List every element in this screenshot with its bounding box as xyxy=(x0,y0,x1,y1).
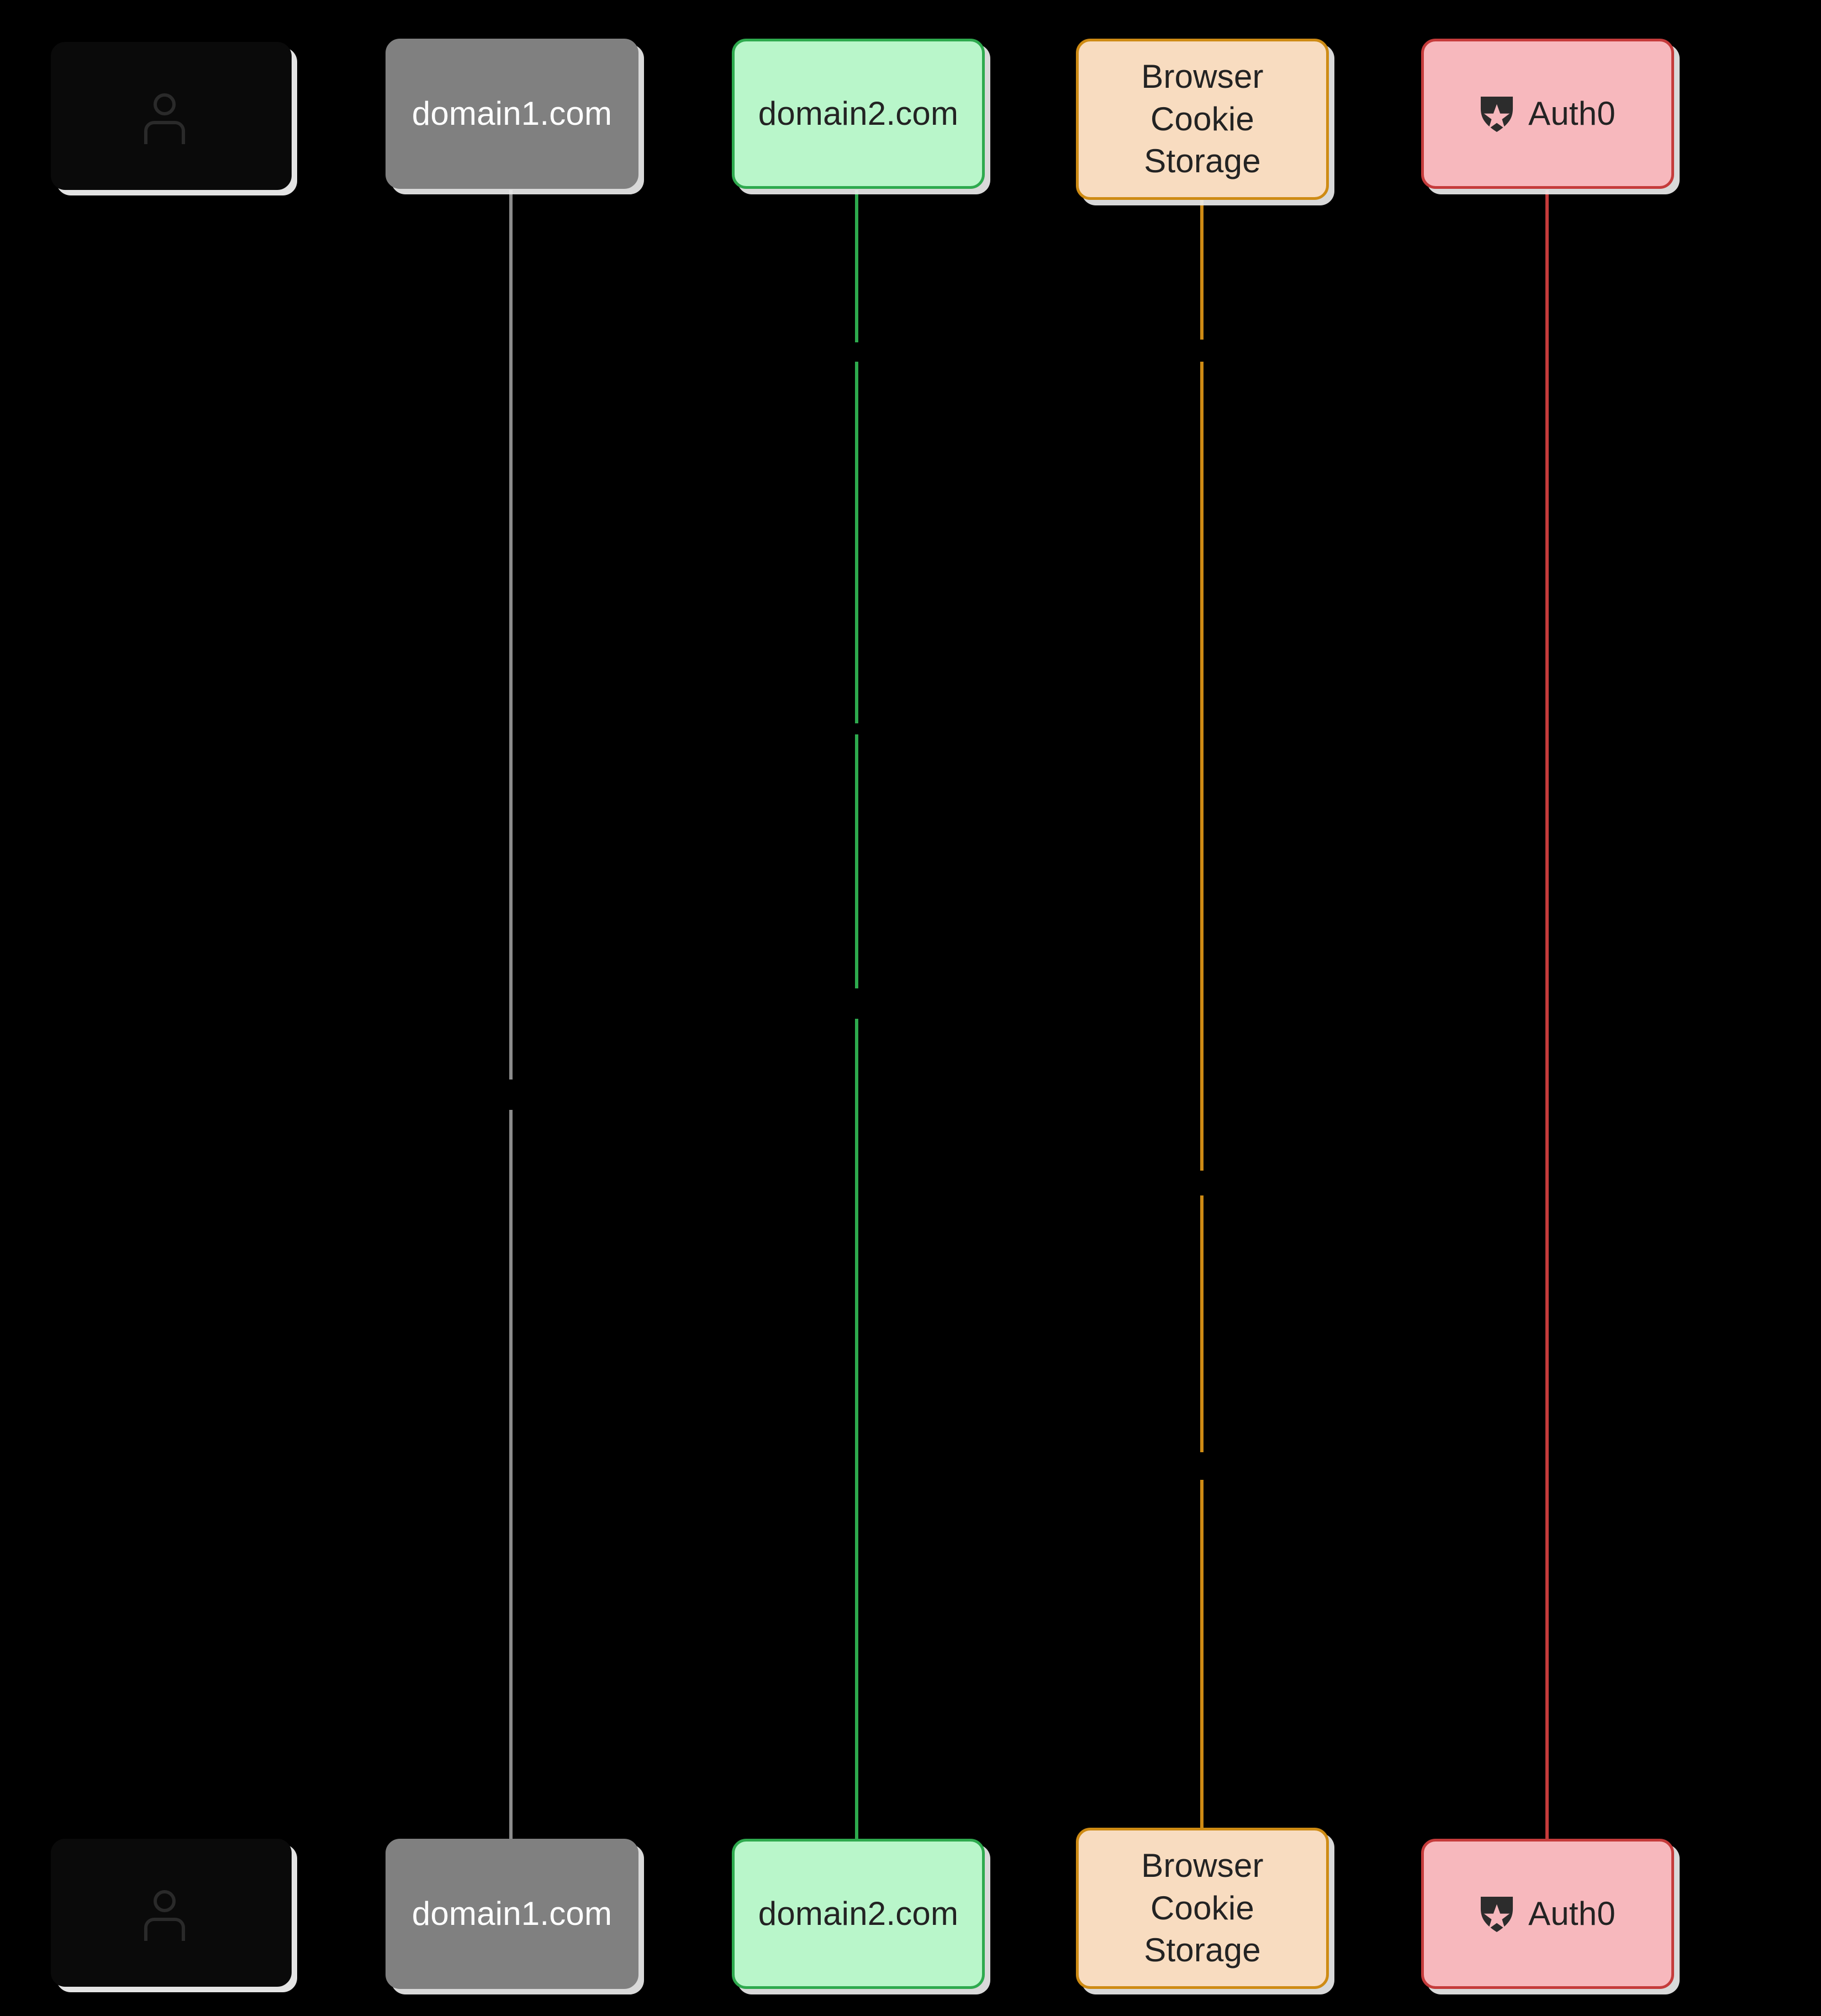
lifeline-domain2-segment xyxy=(855,362,858,723)
user-icon xyxy=(141,1890,188,1941)
participant-user-top[interactable] xyxy=(51,42,292,190)
lifeline-auth0-segment xyxy=(1545,190,1549,1840)
auth0-logo-icon xyxy=(1481,1896,1513,1932)
participant-domain1-bottom[interactable]: domain1.com xyxy=(386,1839,638,1989)
lifeline-cookie-storage-segment xyxy=(1200,198,1204,340)
participant-label-domain2: domain2.com xyxy=(758,1895,959,1932)
participant-user-bottom[interactable] xyxy=(51,1839,292,1987)
lifeline-domain2-segment xyxy=(855,1019,858,1840)
participant-domain2-top[interactable]: domain2.com xyxy=(732,39,985,189)
participant-domain1-top[interactable]: domain1.com xyxy=(386,39,638,189)
lifeline-domain1-segment xyxy=(509,190,513,1080)
participant-label-auth0: Auth0 xyxy=(1528,1895,1616,1932)
lifeline-domain1-segment xyxy=(509,1110,513,1840)
lifeline-domain2-segment xyxy=(855,734,858,988)
participant-auth0-bottom[interactable]: Auth0 xyxy=(1421,1839,1674,1989)
participant-auth0-top[interactable]: Auth0 xyxy=(1421,39,1674,189)
lifeline-cookie-storage-segment xyxy=(1200,1195,1204,1452)
participant-label-domain1: domain1.com xyxy=(411,1895,613,1932)
participant-cookie-storage-bottom[interactable]: Browser Cookie Storage xyxy=(1076,1828,1329,1989)
participant-label-cookie-storage: Browser Cookie Storage xyxy=(1141,57,1264,180)
participant-label-domain1: domain1.com xyxy=(411,94,613,132)
user-icon xyxy=(141,93,188,144)
auth0-brand-row: Auth0 xyxy=(1480,93,1616,135)
lifeline-cookie-storage-segment xyxy=(1200,362,1204,1171)
participant-cookie-storage-top[interactable]: Browser Cookie Storage xyxy=(1076,39,1329,200)
participant-label-auth0: Auth0 xyxy=(1528,94,1616,132)
participant-label-domain2: domain2.com xyxy=(758,94,959,132)
lifeline-cookie-storage-segment xyxy=(1200,1480,1204,1829)
auth0-logo-icon xyxy=(1481,96,1513,132)
lifeline-domain2-segment xyxy=(855,190,858,342)
auth0-brand-row: Auth0 xyxy=(1480,1893,1616,1935)
participant-domain2-bottom[interactable]: domain2.com xyxy=(732,1839,985,1989)
participant-label-cookie-storage: Browser Cookie Storage xyxy=(1141,1846,1264,1969)
